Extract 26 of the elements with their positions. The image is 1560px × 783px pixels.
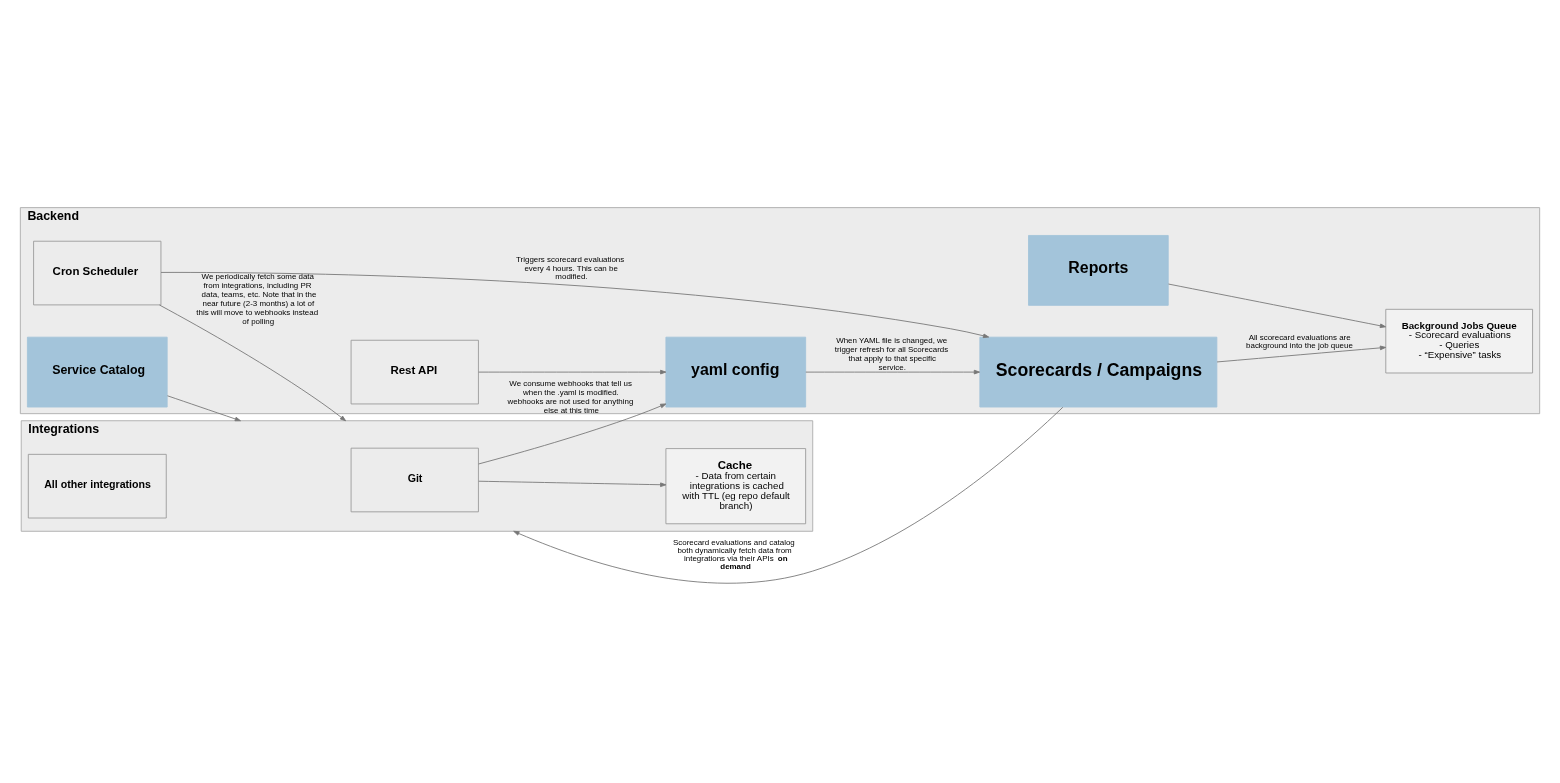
edge-label: We consume webhooks that tell us when the .yaml is modified. webhooks are not used for anything else at this time: [507, 378, 634, 415]
arrow: [478, 402, 667, 464]
node-box: Cache - Data from certain integrations is cached with TTL (eg repo default branch): [665, 447, 807, 524]
arrow: [159, 304, 347, 421]
node-box: Background Jobs Queue - Scorecard evaluations - Queries - “Expensive” tasks: [1385, 308, 1534, 373]
node-box: Scorecards / Campaigns: [979, 336, 1218, 407]
edge-label: We periodically fetch some data from integrations, including PR data, teams, etc. Note that in the near future (2-3 months) a lot of this will move to webhooks instead of polling: [196, 271, 319, 326]
arrow: [1168, 283, 1387, 328]
node-box: Git: [350, 447, 479, 512]
arrow: [805, 369, 980, 374]
node-box: Service Catalog: [26, 336, 168, 407]
edge-label: When YAML file is changed, we trigger refresh for all Scorecards that apply to that specific service.: [834, 335, 949, 372]
edge-label: Scorecard evaluations and catalog both dynamically fetch data from integrations via their APIs on demand: [672, 537, 795, 571]
arrow: [160, 271, 990, 338]
arrow: [478, 480, 667, 487]
node-box: Reports: [1028, 234, 1169, 306]
node-box: All other integrations: [27, 453, 167, 518]
edge-label: Triggers scorecard evaluations every 4 hours. This can be modified.: [516, 254, 625, 281]
node-box: Rest API: [350, 339, 479, 404]
arrow: [167, 394, 241, 421]
arrow: [513, 406, 1064, 584]
edge-label: All scorecard evaluations are background into the job queue: [1246, 332, 1353, 350]
node-box: yaml config: [665, 336, 807, 407]
arrow: [478, 369, 667, 374]
node-box: Cron Scheduler: [33, 240, 162, 305]
arrow: [1216, 345, 1387, 362]
